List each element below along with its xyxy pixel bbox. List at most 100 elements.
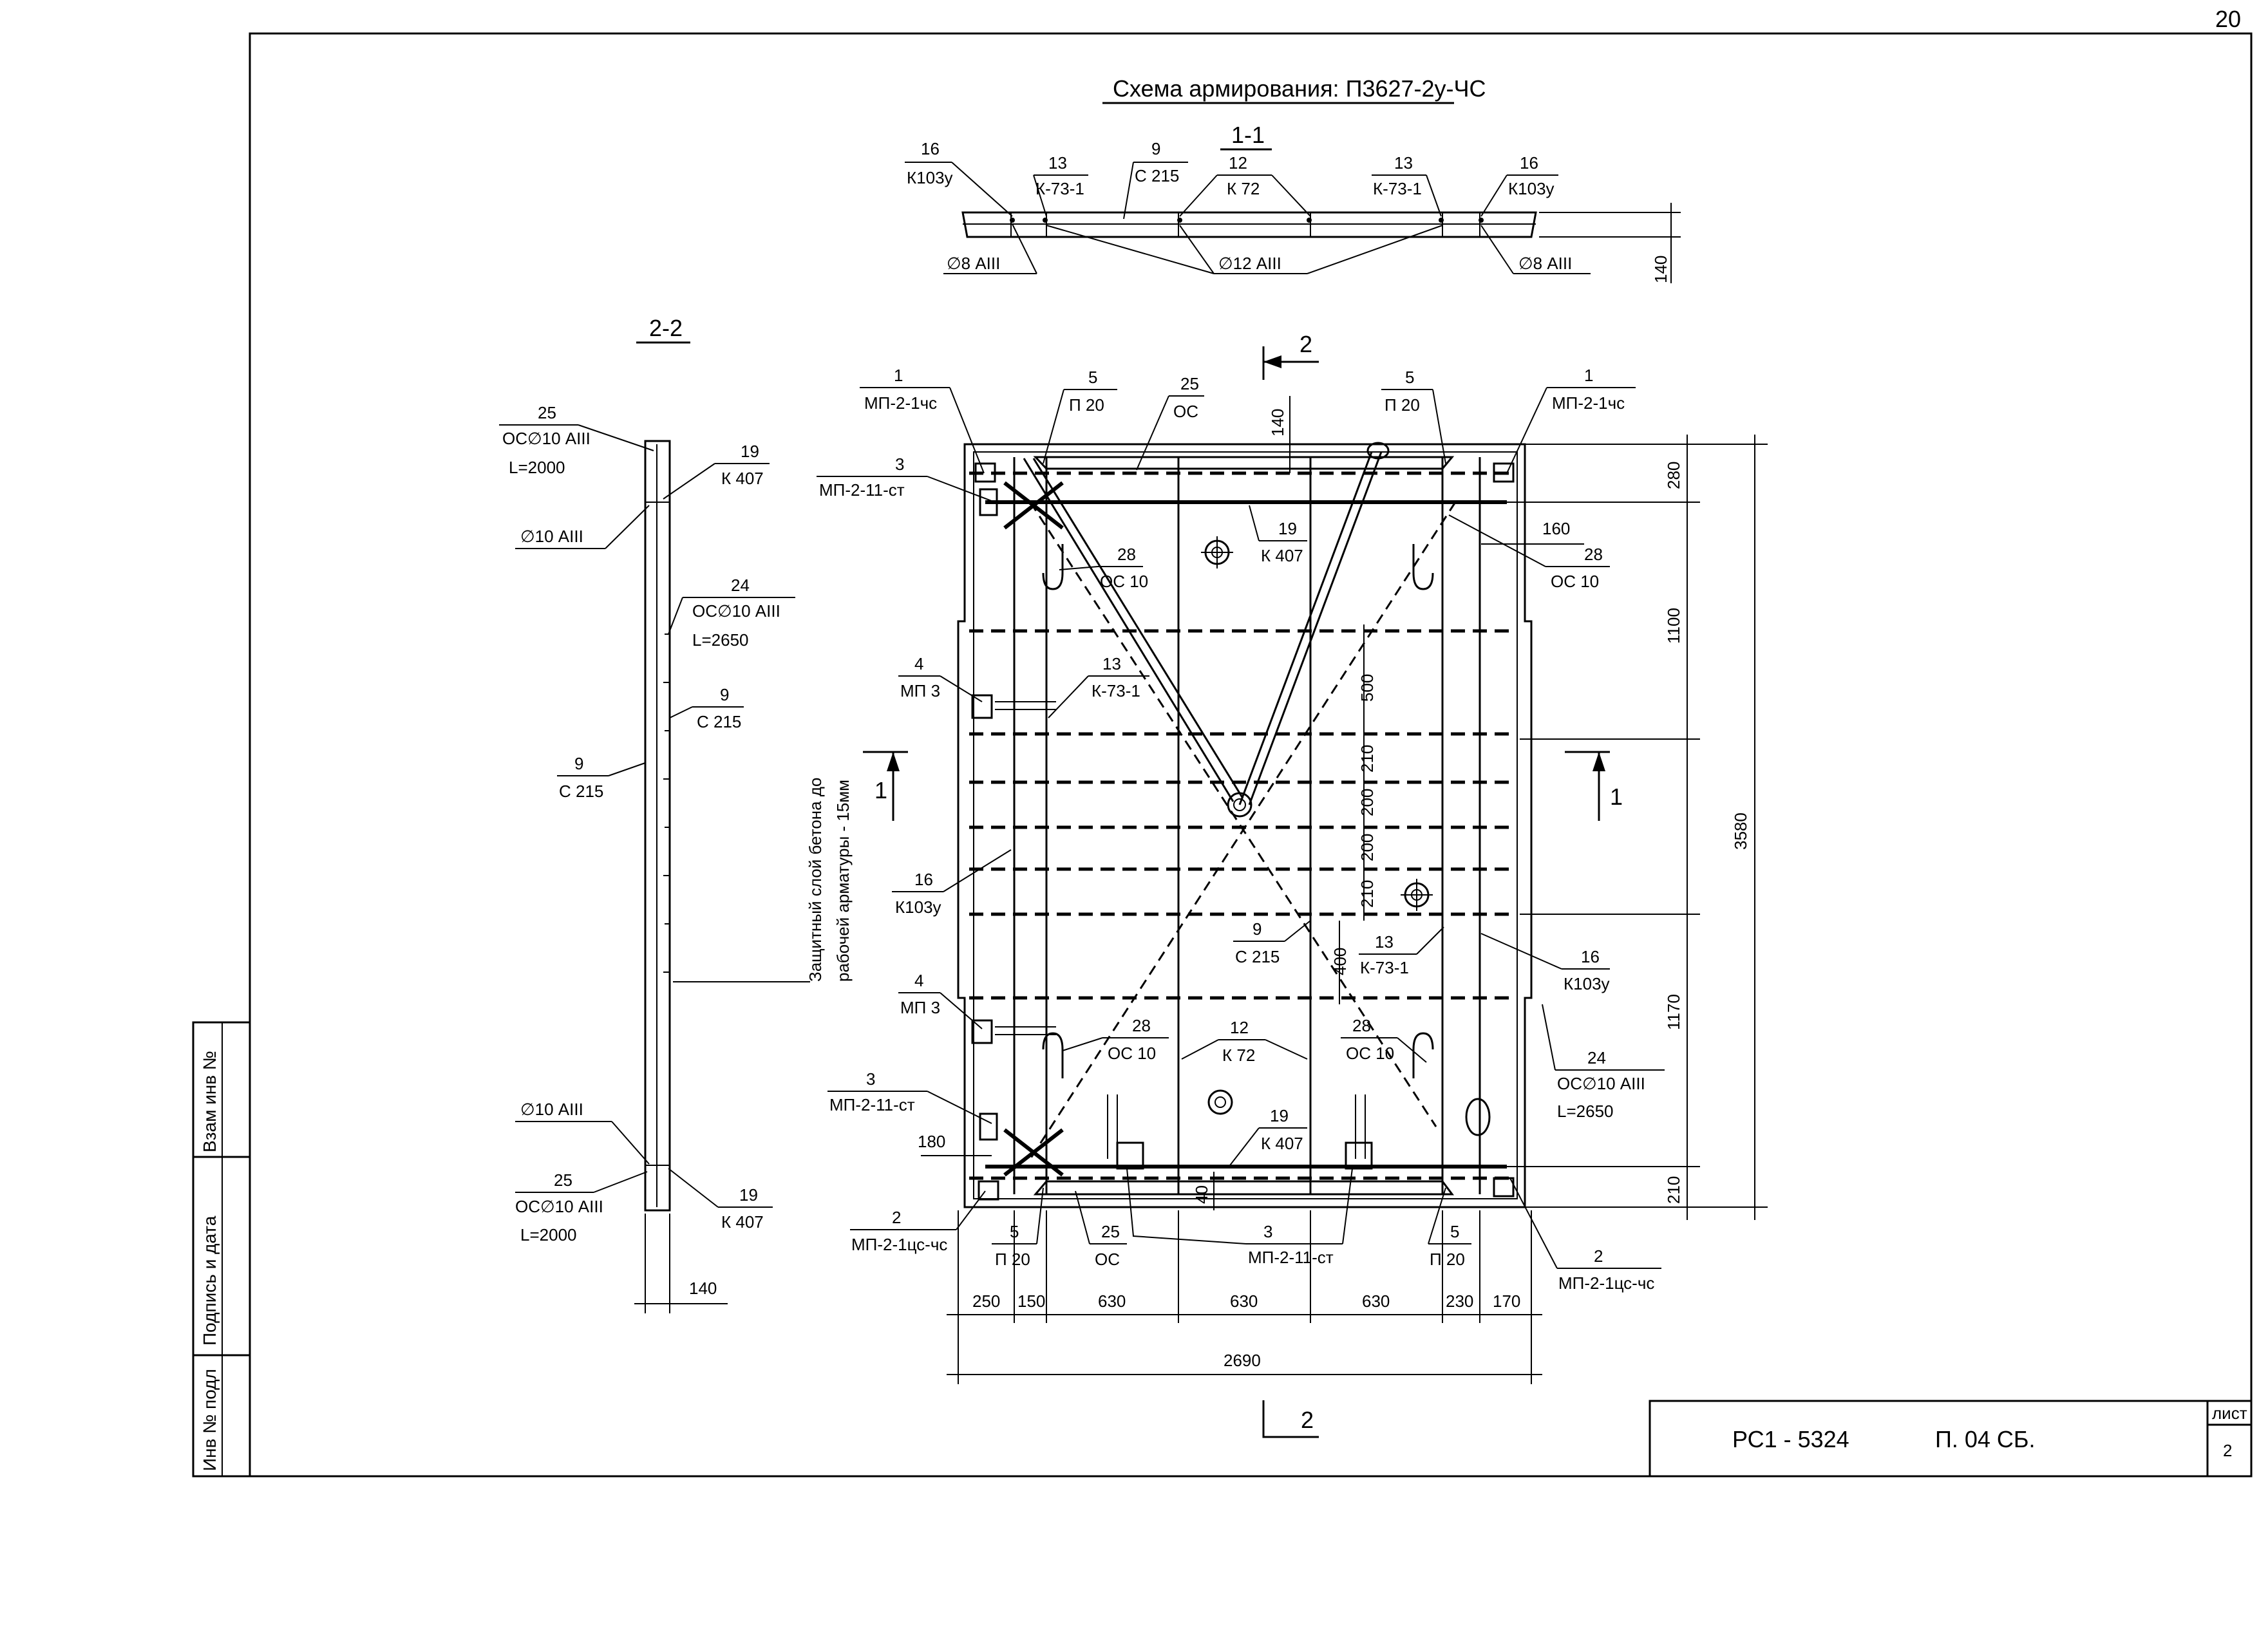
plan-code-mp3-bot: МП 3 [900,998,940,1017]
plan-num-mp21cs-bl: 2 [892,1208,901,1227]
s11-num-k103-left: 16 [921,139,940,158]
plan-dim-160: 160 [1542,519,1570,538]
s11-code-k103-right: К103у [1508,179,1555,198]
plan-code-p20-tr: П 20 [1385,395,1420,415]
plan-code-mp21cs-br: МП-2-1цс-чс [1558,1273,1654,1293]
plan-code-mp3-top: МП 3 [900,681,940,700]
drawing-title: Схема армирования: П3627-2у-ЧС [1113,75,1486,102]
section-1-1-label: 1-1 [1231,122,1265,148]
plan-num-mp211st-bot: 3 [1263,1222,1272,1241]
plan-view: 1 МП-2-1чс 5 П 20 25 ОС 2 140 5 П 20 1 М… [817,331,1768,1438]
sheet-label: лист [2212,1403,2247,1423]
s22-bar-bottom: ∅10 АIII [520,1100,583,1119]
s22-bot-k-num: 19 [739,1185,758,1205]
bottom-dim-630c: 630 [1362,1291,1390,1311]
s11-code-k103-left: К103у [907,168,953,187]
s22-bot-oc-len: L=2000 [520,1225,576,1244]
plan-num-oc10-tl: 28 [1117,545,1136,564]
right-dim-210: 210 [1664,1176,1683,1204]
plan-num-k407-top: 19 [1278,519,1297,538]
plan-num-p20-br: 5 [1450,1222,1459,1241]
plan-num-k731-right: 13 [1375,932,1394,952]
plan-num-oc10-br: 28 [1352,1016,1371,1035]
bottom-dim-250: 250 [972,1291,1000,1311]
plan-code-oc-bot: ОС [1095,1250,1120,1269]
cut-1-left: 1 [874,777,887,803]
section-2-2-label: 2-2 [649,315,683,341]
s11-bars-left: ∅8 АIII [947,254,1000,273]
plan-code-k103-right: К103у [1564,974,1610,993]
s22-c215-right-num: 9 [720,685,729,704]
s22-top-oc-len: L=2000 [509,458,565,477]
plan-code-k72: К 72 [1222,1046,1255,1065]
drawing-frame [249,32,2253,1478]
plan-num-c215-mid: 9 [1252,919,1262,939]
plan-num-mp21cs-tr: 1 [1584,366,1593,385]
plan-num-mp21cs-br: 2 [1594,1246,1603,1266]
plan-num-p20-tl: 5 [1088,368,1097,387]
plan-code-mp21cs-tr: МП-2-1чс [1552,393,1625,413]
cut-2-top: 2 [1300,331,1312,357]
s22-c215-left-num: 9 [574,754,583,773]
cut-1-right: 1 [1610,784,1623,810]
plan-dim-140-top: 140 [1268,409,1287,436]
plan-code-oc10-bl: ОС 10 [1108,1044,1156,1063]
plan-num-k407-bot: 19 [1270,1106,1289,1125]
plan-code-oc-right: ОС∅10 АIII [1557,1074,1645,1093]
cover-note-1: Защитный слой бетона до [806,778,825,982]
s11-code-k72: К 72 [1227,179,1260,198]
s22-c215-left-code: С 215 [559,782,603,801]
s22-top-k-num: 19 [741,442,759,461]
cover-note-2: рабочей арматуры - 15мм [833,780,853,982]
s11-bars-mid: ∅12 АIII [1218,254,1281,273]
plan-code-k407-bot: К 407 [1261,1134,1303,1153]
plan-num-k103-left: 16 [914,870,933,889]
right-dim-280: 280 [1664,462,1683,489]
plan-num-oc-right: 24 [1587,1048,1606,1067]
s11-num-k72: 12 [1229,153,1247,173]
plan-dim-200b: 200 [1357,834,1377,861]
s11-code-k731-left: К-73-1 [1035,179,1084,198]
plan-num-oc-bot: 25 [1101,1222,1120,1241]
title-block: РС1 - 5324 П. 04 СБ. лист 2 [1649,1400,2253,1478]
s22-mid-oc-code: ОС∅10 АIII [692,601,780,621]
plan-num-oc10-tr: 28 [1584,545,1603,564]
plan-code-mp211st-bot: МП-2-11-ст [1248,1248,1334,1267]
plan-code-oc10-tr: ОС 10 [1551,572,1599,591]
section-2-2: 2-2 25 ОС∅10 АIII L=2000 19 К 407 ∅10 АI… [499,315,853,1313]
total-width: 2690 [1224,1351,1261,1370]
plan-num-mp3-top: 4 [914,654,923,673]
plan-num-oc-top: 25 [1180,374,1199,393]
side-stamp: Взам инв № Подпись и дата Инв № подл [192,1021,251,1478]
right-dim-1100: 1100 [1664,608,1683,644]
s22-mid-oc-len: L=2650 [692,630,748,650]
plan-num-k103-right: 16 [1581,947,1600,966]
doc-code: РС1 - 5324 [1732,1426,1849,1452]
bottom-dim-150: 150 [1017,1291,1045,1311]
s22-top-k-code: К 407 [721,469,764,488]
s22-bot-oc-code: ОС∅10 АIII [515,1197,603,1216]
plan-code-p20-br: П 20 [1430,1250,1465,1269]
s22-bot-k-code: К 407 [721,1212,764,1232]
s11-thickness: 140 [1651,256,1670,283]
bottom-dim-630b: 630 [1230,1291,1258,1311]
stamp-replacement: Взам инв № [200,1051,220,1152]
plan-code-mp21cs-bl: МП-2-1цс-чс [851,1235,947,1254]
plan-num-p20-tr: 5 [1405,368,1414,387]
s11-code-k731-right: К-73-1 [1373,179,1422,198]
plan-num-mp3-bot: 4 [914,971,923,990]
plan-code-c215-mid: С 215 [1235,947,1280,966]
doc-part: П. 04 СБ. [1935,1426,2036,1452]
plan-code-mp211st-tl: МП-2-11-ст [819,480,905,500]
s22-bar-top: ∅10 АIII [520,527,583,546]
stamp-original-inv: Инв № подл [200,1369,220,1471]
bottom-dim-630a: 630 [1098,1291,1126,1311]
bottom-dim-230: 230 [1446,1291,1473,1311]
plan-dim-200a: 200 [1357,789,1377,816]
s11-num-k103-right: 16 [1520,153,1538,173]
handwritten-page-number: 20 [2215,6,2241,32]
plan-dim-500: 500 [1357,674,1377,702]
s11-num-c215: 9 [1151,139,1160,158]
plan-num-k731-left: 13 [1102,654,1121,673]
plan-code-oc10-br: ОС 10 [1346,1044,1394,1063]
